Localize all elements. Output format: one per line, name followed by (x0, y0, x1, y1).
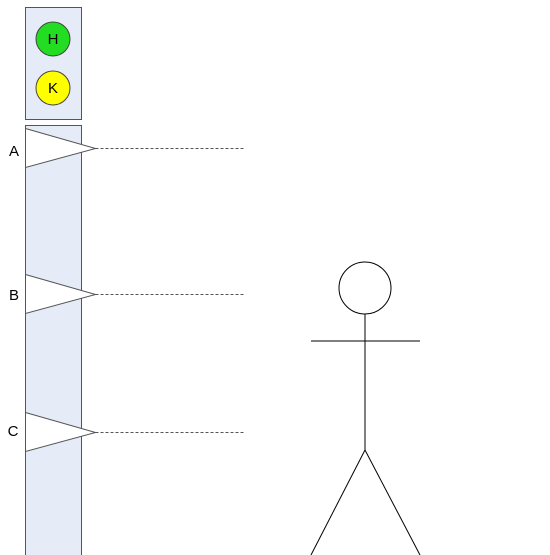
position-a-label: A (9, 143, 19, 160)
position-b: B (9, 273, 244, 315)
position-b-marker (25, 273, 98, 315)
signal-light-k: K (35, 70, 71, 106)
stick-figure-head (338, 261, 392, 315)
position-c-label: C (8, 423, 19, 440)
signal-lamp-letter-k: K (48, 80, 58, 97)
stick-figure-left-leg (310, 449, 366, 555)
signal-lamp-yellow (35, 70, 71, 106)
stick-figure (310, 261, 421, 555)
position-c: C (8, 411, 244, 453)
position-a-marker (25, 127, 98, 169)
track-bar (25, 125, 82, 555)
signal-light-h: H (35, 21, 71, 57)
signal-lamp-letter-h: H (48, 31, 59, 48)
position-b-label: B (9, 287, 19, 304)
position-c-marker (25, 411, 98, 453)
signal-lamp-green (35, 21, 71, 57)
position-a: A (9, 127, 244, 169)
stick-figure-right-leg (364, 449, 421, 555)
